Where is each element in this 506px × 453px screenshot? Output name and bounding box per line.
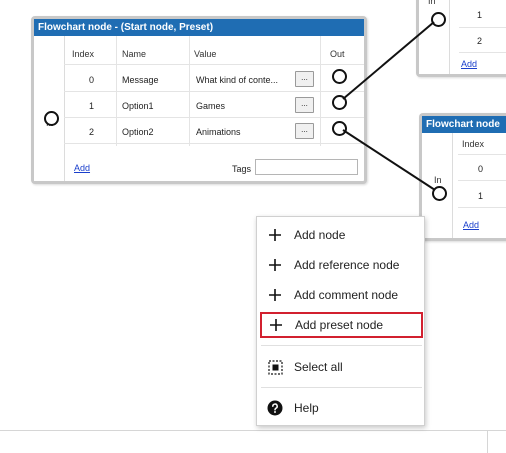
- row-divider: [459, 52, 506, 53]
- menu-item-add-reference-node[interactable]: Add reference node: [261, 252, 422, 278]
- menu-item-add-node[interactable]: Add node: [261, 222, 422, 248]
- add-row-link[interactable]: Add: [461, 59, 478, 69]
- add-row-link[interactable]: Add: [74, 163, 91, 173]
- header-out: Out: [330, 49, 345, 59]
- menu-item-label: Select all: [294, 360, 343, 374]
- row-divider: [458, 207, 506, 208]
- plus-icon: [267, 287, 283, 303]
- select-all-icon: [267, 359, 283, 375]
- in-port-right-node[interactable]: [432, 186, 447, 201]
- row-index: 2: [89, 127, 95, 137]
- menu-separator: [261, 345, 422, 346]
- row-divider: [64, 91, 364, 92]
- menu-item-select-all[interactable]: Select all: [261, 354, 422, 380]
- add-row-link[interactable]: Add: [463, 220, 480, 230]
- row-value[interactable]: What kind of conte...: [196, 75, 279, 85]
- row-divider: [64, 117, 364, 118]
- header-value: Value: [194, 49, 217, 59]
- in-label: In: [434, 175, 442, 185]
- tags-label: Tags: [232, 164, 252, 174]
- out-port-option2[interactable]: [332, 121, 347, 136]
- row-name: Option1: [122, 101, 154, 111]
- flowchart-node-right[interactable]: Flowchart node In Index 0 1 Add: [419, 113, 506, 241]
- row-divider: [458, 180, 506, 181]
- in-port-start-node[interactable]: [44, 111, 59, 126]
- menu-item-help[interactable]: Help: [261, 395, 422, 421]
- node-title[interactable]: Flowchart node: [422, 116, 506, 133]
- header-index: Index: [72, 49, 95, 59]
- plus-icon: [268, 317, 284, 333]
- tags-input[interactable]: [255, 159, 358, 175]
- flowchart-node-start[interactable]: Flowchart node - (Start node, Preset) In…: [31, 16, 367, 184]
- canvas-divider-horizontal: [0, 430, 506, 431]
- edit-value-button[interactable]: ...: [295, 71, 314, 87]
- out-port-message[interactable]: [332, 69, 347, 84]
- row-index: 2: [477, 36, 483, 46]
- row-divider: [458, 154, 506, 155]
- in-port-top-right-node[interactable]: [431, 12, 446, 27]
- in-port-column: In: [419, 0, 450, 74]
- in-label: In: [428, 0, 436, 6]
- help-icon: [267, 400, 283, 416]
- menu-item-label: Add comment node: [294, 288, 399, 302]
- row-divider: [459, 27, 506, 28]
- row-index: 1: [478, 191, 484, 201]
- row-name: Message: [122, 75, 159, 85]
- row-index: 0: [478, 164, 484, 174]
- canvas-divider-vertical: [487, 430, 488, 453]
- out-port-option1[interactable]: [332, 95, 347, 110]
- menu-item-add-preset-node[interactable]: Add preset node: [260, 312, 423, 338]
- menu-separator: [261, 387, 422, 388]
- row-value[interactable]: Games: [196, 101, 226, 111]
- plus-icon: [267, 227, 283, 243]
- row-index: 1: [89, 101, 95, 111]
- row-divider: [64, 143, 364, 144]
- row-name: Option2: [122, 127, 154, 137]
- row-divider: [64, 64, 364, 65]
- header-index: Index: [462, 139, 485, 149]
- edit-value-button[interactable]: ...: [295, 123, 314, 139]
- in-port-column: In: [34, 36, 65, 181]
- row-value[interactable]: Animations: [196, 127, 241, 137]
- row-index: 0: [89, 75, 95, 85]
- flowchart-node-top-right[interactable]: In 1 2 Add: [416, 0, 506, 77]
- menu-item-label: Add reference node: [294, 258, 400, 272]
- row-index: 1: [477, 10, 483, 20]
- menu-item-label: Add preset node: [295, 318, 384, 332]
- node-title[interactable]: Flowchart node - (Start node, Preset): [34, 19, 364, 36]
- menu-item-add-comment-node[interactable]: Add comment node: [261, 282, 422, 308]
- menu-item-label: Help: [294, 401, 319, 415]
- menu-item-label: Add node: [294, 228, 346, 242]
- header-name: Name: [122, 49, 147, 59]
- context-menu: Add node Add reference node Add comment …: [256, 216, 425, 426]
- plus-icon: [267, 257, 283, 273]
- edit-value-button[interactable]: ...: [295, 97, 314, 113]
